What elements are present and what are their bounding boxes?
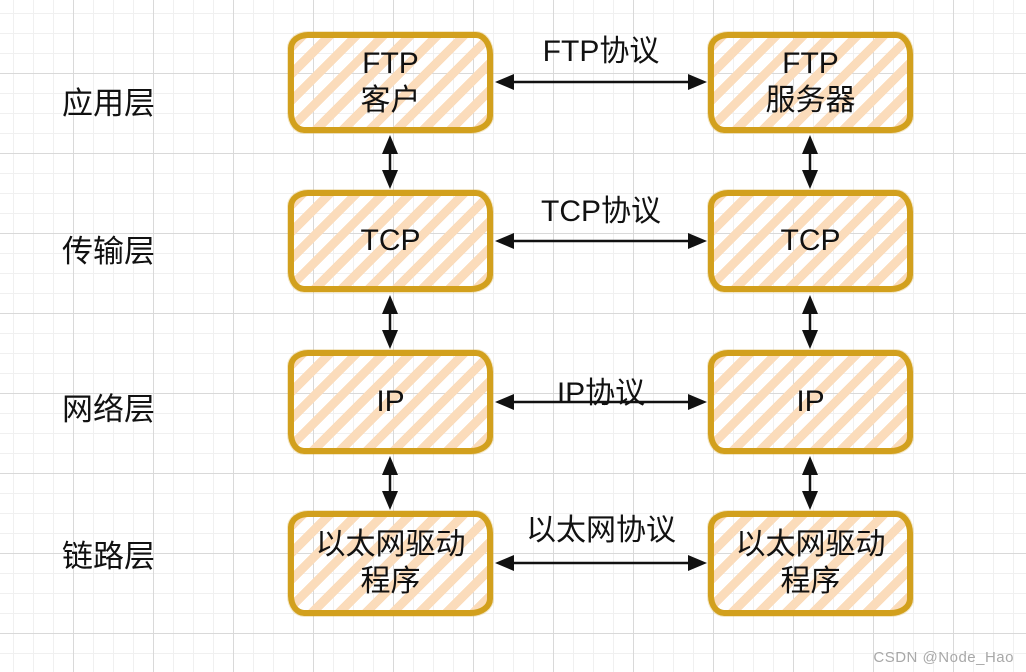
- vertical-arrow-right-1: [802, 135, 818, 189]
- box-ftp-client: FTP 客户: [288, 32, 493, 133]
- layer-label-transport: 传输层: [62, 234, 155, 269]
- box-tcp-left: TCP: [288, 190, 493, 292]
- box-ethernet-right-line2: 程序: [780, 564, 841, 598]
- horizontal-arrow-ip: [495, 394, 707, 410]
- box-ftp-server: FTP 服务器: [708, 32, 913, 133]
- box-ftp-client-line2: 客户: [360, 83, 421, 117]
- protocol-label-tcp: TCP协议: [541, 195, 661, 228]
- box-tcp-right-line1: TCP: [780, 223, 841, 257]
- box-tcp-right: TCP: [708, 190, 913, 292]
- box-ethernet-left-line1: 以太网驱动: [315, 527, 466, 561]
- vertical-arrow-right-2: [802, 295, 818, 349]
- layer-label-link: 链路层: [62, 539, 155, 574]
- box-ethernet-right-line1: 以太网驱动: [735, 527, 886, 561]
- box-ip-right: IP: [708, 350, 913, 454]
- vertical-arrow-left-3: [382, 456, 398, 510]
- vertical-arrow-left-2: [382, 295, 398, 349]
- box-ip-left: IP: [288, 350, 493, 454]
- protocol-label-ip: IP协议: [556, 377, 646, 410]
- box-ethernet-left-line2: 程序: [360, 564, 421, 598]
- box-ftp-client-line1: FTP: [362, 46, 419, 80]
- box-ip-left-line1: IP: [376, 384, 405, 418]
- box-tcp-left-line1: TCP: [360, 223, 421, 257]
- horizontal-arrow-tcp: [495, 233, 707, 249]
- vertical-arrow-left-1: [382, 135, 398, 189]
- protocol-label-ethernet: 以太网协议: [526, 514, 676, 547]
- protocol-label-ftp: FTP协议: [542, 35, 660, 68]
- watermark-text: CSDN @Node_Hao: [873, 649, 1014, 666]
- box-ethernet-right: 以太网驱动 程序: [708, 511, 913, 616]
- horizontal-arrow-ethernet: [495, 555, 707, 571]
- box-ethernet-left: 以太网驱动 程序: [288, 511, 493, 616]
- box-ftp-server-line2: 服务器: [765, 83, 856, 117]
- vertical-arrow-right-3: [802, 456, 818, 510]
- layer-label-application: 应用层: [62, 86, 155, 121]
- horizontal-arrow-ftp: [495, 74, 707, 90]
- box-ftp-server-line1: FTP: [782, 46, 839, 80]
- layer-label-network: 网络层: [62, 392, 155, 427]
- box-ip-right-line1: IP: [796, 384, 825, 418]
